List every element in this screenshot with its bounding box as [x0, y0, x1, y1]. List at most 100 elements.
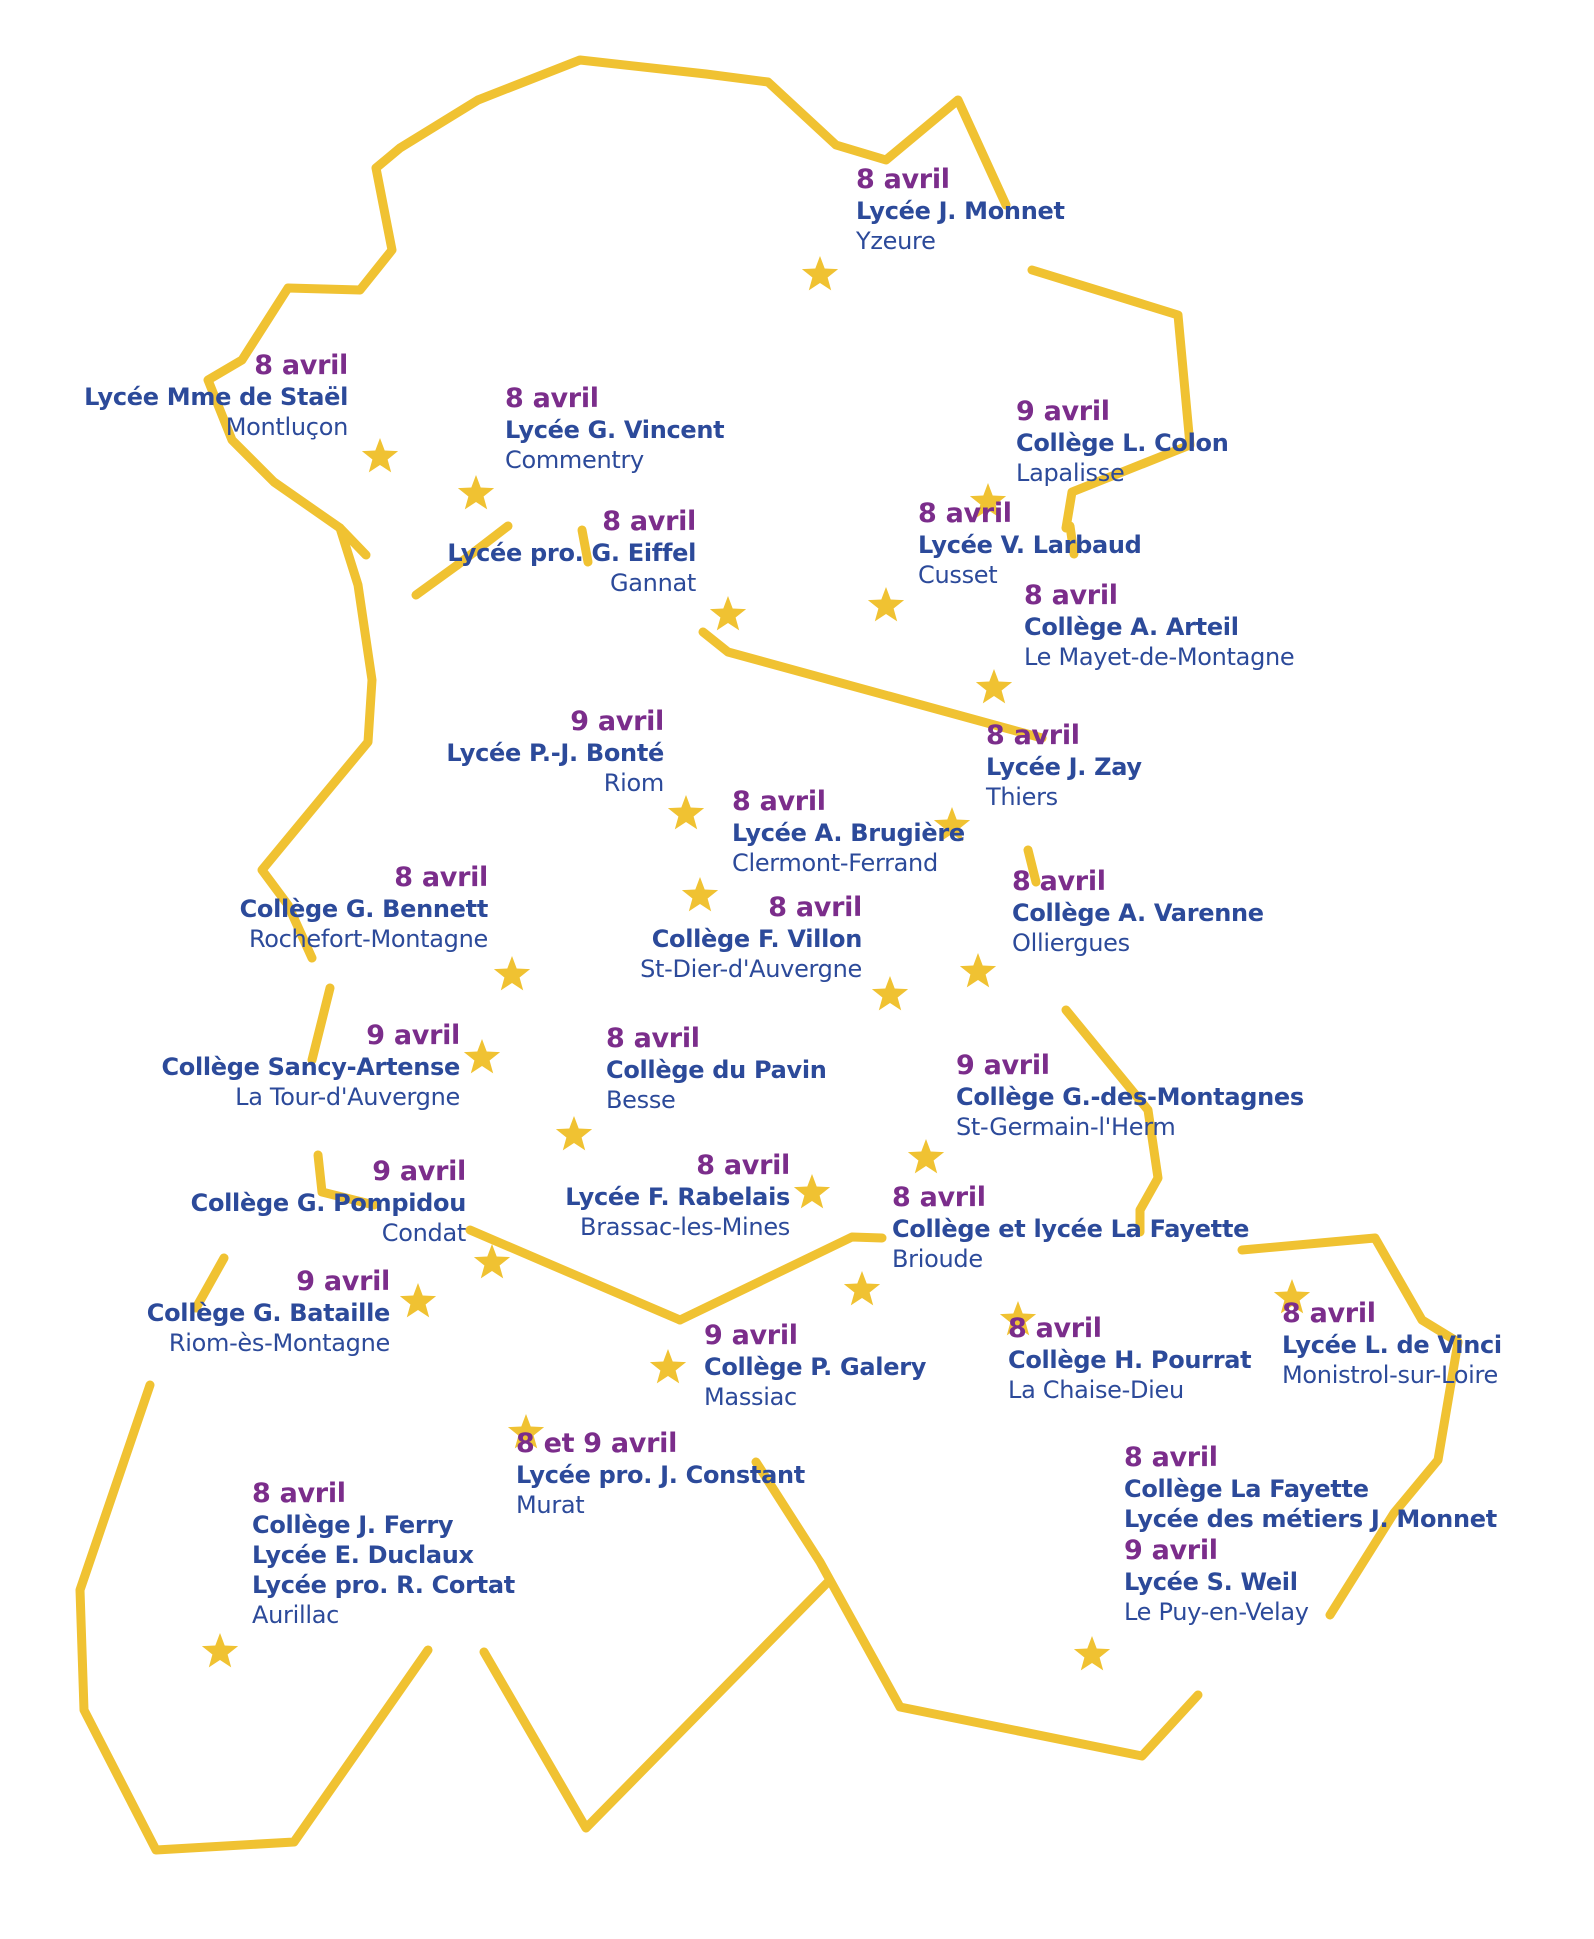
location-latour-school: Collège Sancy-Artense [161, 1053, 460, 1081]
star-icon [999, 1301, 1037, 1336]
location-lemayet-date: 8 avril [1024, 580, 1118, 611]
star-icon [681, 877, 719, 912]
location-massiac-school: Collège P. Galery [704, 1353, 927, 1381]
location-lachaise-city: La Chaise-Dieu [1008, 1376, 1184, 1404]
star-icon [649, 1349, 687, 1384]
location-montlucon-date: 8 avril [254, 350, 348, 381]
location-stdier-date: 8 avril [768, 892, 862, 923]
star-icon [507, 1414, 545, 1449]
location-montlucon-city: Montluçon [225, 413, 349, 441]
location-lepuy-city: Le Puy-en-Velay [1124, 1598, 1309, 1626]
location-massiac-city: Massiac [704, 1383, 797, 1411]
star-icon [463, 1039, 501, 1074]
border-allier-north [203, 55, 1011, 560]
star-icon [871, 976, 909, 1011]
star-icon [1273, 1279, 1311, 1314]
location-brioude-city: Brioude [892, 1245, 983, 1273]
border-allier-puy [698, 627, 1047, 743]
star-icon [843, 1271, 881, 1306]
border-massiac-south [751, 1457, 1203, 1761]
location-murat-city: Murat [516, 1491, 585, 1519]
location-clermont-date: 8 avril [732, 786, 826, 817]
location-yzeure-date: 8 avril [856, 164, 950, 195]
star-icon [975, 669, 1013, 704]
location-monistrol-city: Monistrol-sur-Loire [1282, 1361, 1498, 1389]
location-massiac-date: 9 avril [704, 1320, 798, 1351]
border-lapalisse-cusset [1065, 521, 1079, 559]
location-commentry-school: Lycée G. Vincent [505, 416, 725, 444]
border-olliergues-south [1061, 1005, 1163, 1237]
border-puy-west [257, 523, 377, 963]
location-brassac-date: 8 avril [696, 1150, 790, 1181]
star-icon [457, 475, 495, 510]
location-aurillac-city: Aurillac [252, 1601, 340, 1629]
border-condat-massiac [465, 1225, 685, 1325]
location-lapalisse-school: Collège L. Colon [1016, 429, 1229, 457]
location-olliergues-date: 8 avril [1012, 866, 1106, 897]
star-icon [793, 1174, 831, 1209]
location-stgermain-city: St-Germain-l'Herm [956, 1113, 1176, 1141]
location-lemayet-city: Le Mayet-de-Montagne [1024, 643, 1295, 671]
border-cantal-southwest [75, 1380, 433, 1855]
location-lapalisse-date: 9 avril [1016, 396, 1110, 427]
location-lepuy-school: Collège La Fayette [1124, 1475, 1369, 1503]
location-besse-date: 8 avril [606, 1023, 700, 1054]
location-cusset-city: Cusset [918, 561, 998, 589]
location-brassac-city: Brassac-les-Mines [580, 1213, 790, 1241]
location-aurillac-school: Lycée E. Duclaux [252, 1541, 474, 1569]
location-lachaise-date: 8 avril [1008, 1313, 1102, 1344]
location-brioude-school: Collège et lycée La Fayette [892, 1215, 1250, 1243]
border-cantal-south [479, 1577, 833, 1833]
location-aurillac-date: 8 avril [252, 1478, 346, 1509]
border-lepuy-east [1325, 1337, 1463, 1620]
location-lachaise-school: Collège H. Pourrat [1008, 1346, 1252, 1374]
location-commentry-date: 8 avril [505, 383, 599, 414]
location-murat-date: 8 et 9 avril [516, 1428, 678, 1459]
star-icon [201, 1633, 239, 1668]
star-icon [667, 795, 705, 830]
border-allier-east [1027, 265, 1195, 533]
location-condat-city: Condat [381, 1219, 467, 1247]
border-brassac-brioude [675, 1232, 887, 1325]
star-icon [907, 1139, 945, 1174]
location-condat-date: 9 avril [372, 1156, 466, 1187]
location-lapalisse-city: Lapalisse [1016, 459, 1125, 487]
location-stdier-school: Collège F. Villon [651, 925, 863, 953]
location-olliergues-city: Olliergues [1012, 929, 1130, 957]
location-stdier-city: St-Dier-d'Auvergne [640, 955, 862, 983]
border-rochefort-sancy [307, 983, 335, 1065]
location-monistrol-date: 8 avril [1282, 1298, 1376, 1329]
location-murat-school: Lycée pro. J. Constant [516, 1461, 805, 1489]
location-latour-city: La Tour-d'Auvergne [235, 1083, 460, 1111]
location-riom-city: Riom [603, 769, 665, 797]
location-brassac-school: Lycée F. Rabelais [565, 1183, 790, 1211]
location-rochefort-school: Collège G. Bennett [239, 895, 489, 923]
location-rochefort-date: 8 avril [394, 862, 488, 893]
location-aurillac-school: Collège J. Ferry [252, 1511, 454, 1539]
border-brioude-east [1237, 1233, 1463, 1347]
location-gannat-school: Lycée pro. G. Eiffel [447, 539, 696, 567]
star-icon [969, 483, 1007, 518]
location-condat-school: Collège G. Pompidou [190, 1189, 467, 1217]
star-icon [867, 587, 905, 622]
border-thiers-olliergues [1023, 845, 1041, 887]
star-icon [555, 1116, 593, 1151]
location-clermont-city: Clermont-Ferrand [732, 849, 938, 877]
